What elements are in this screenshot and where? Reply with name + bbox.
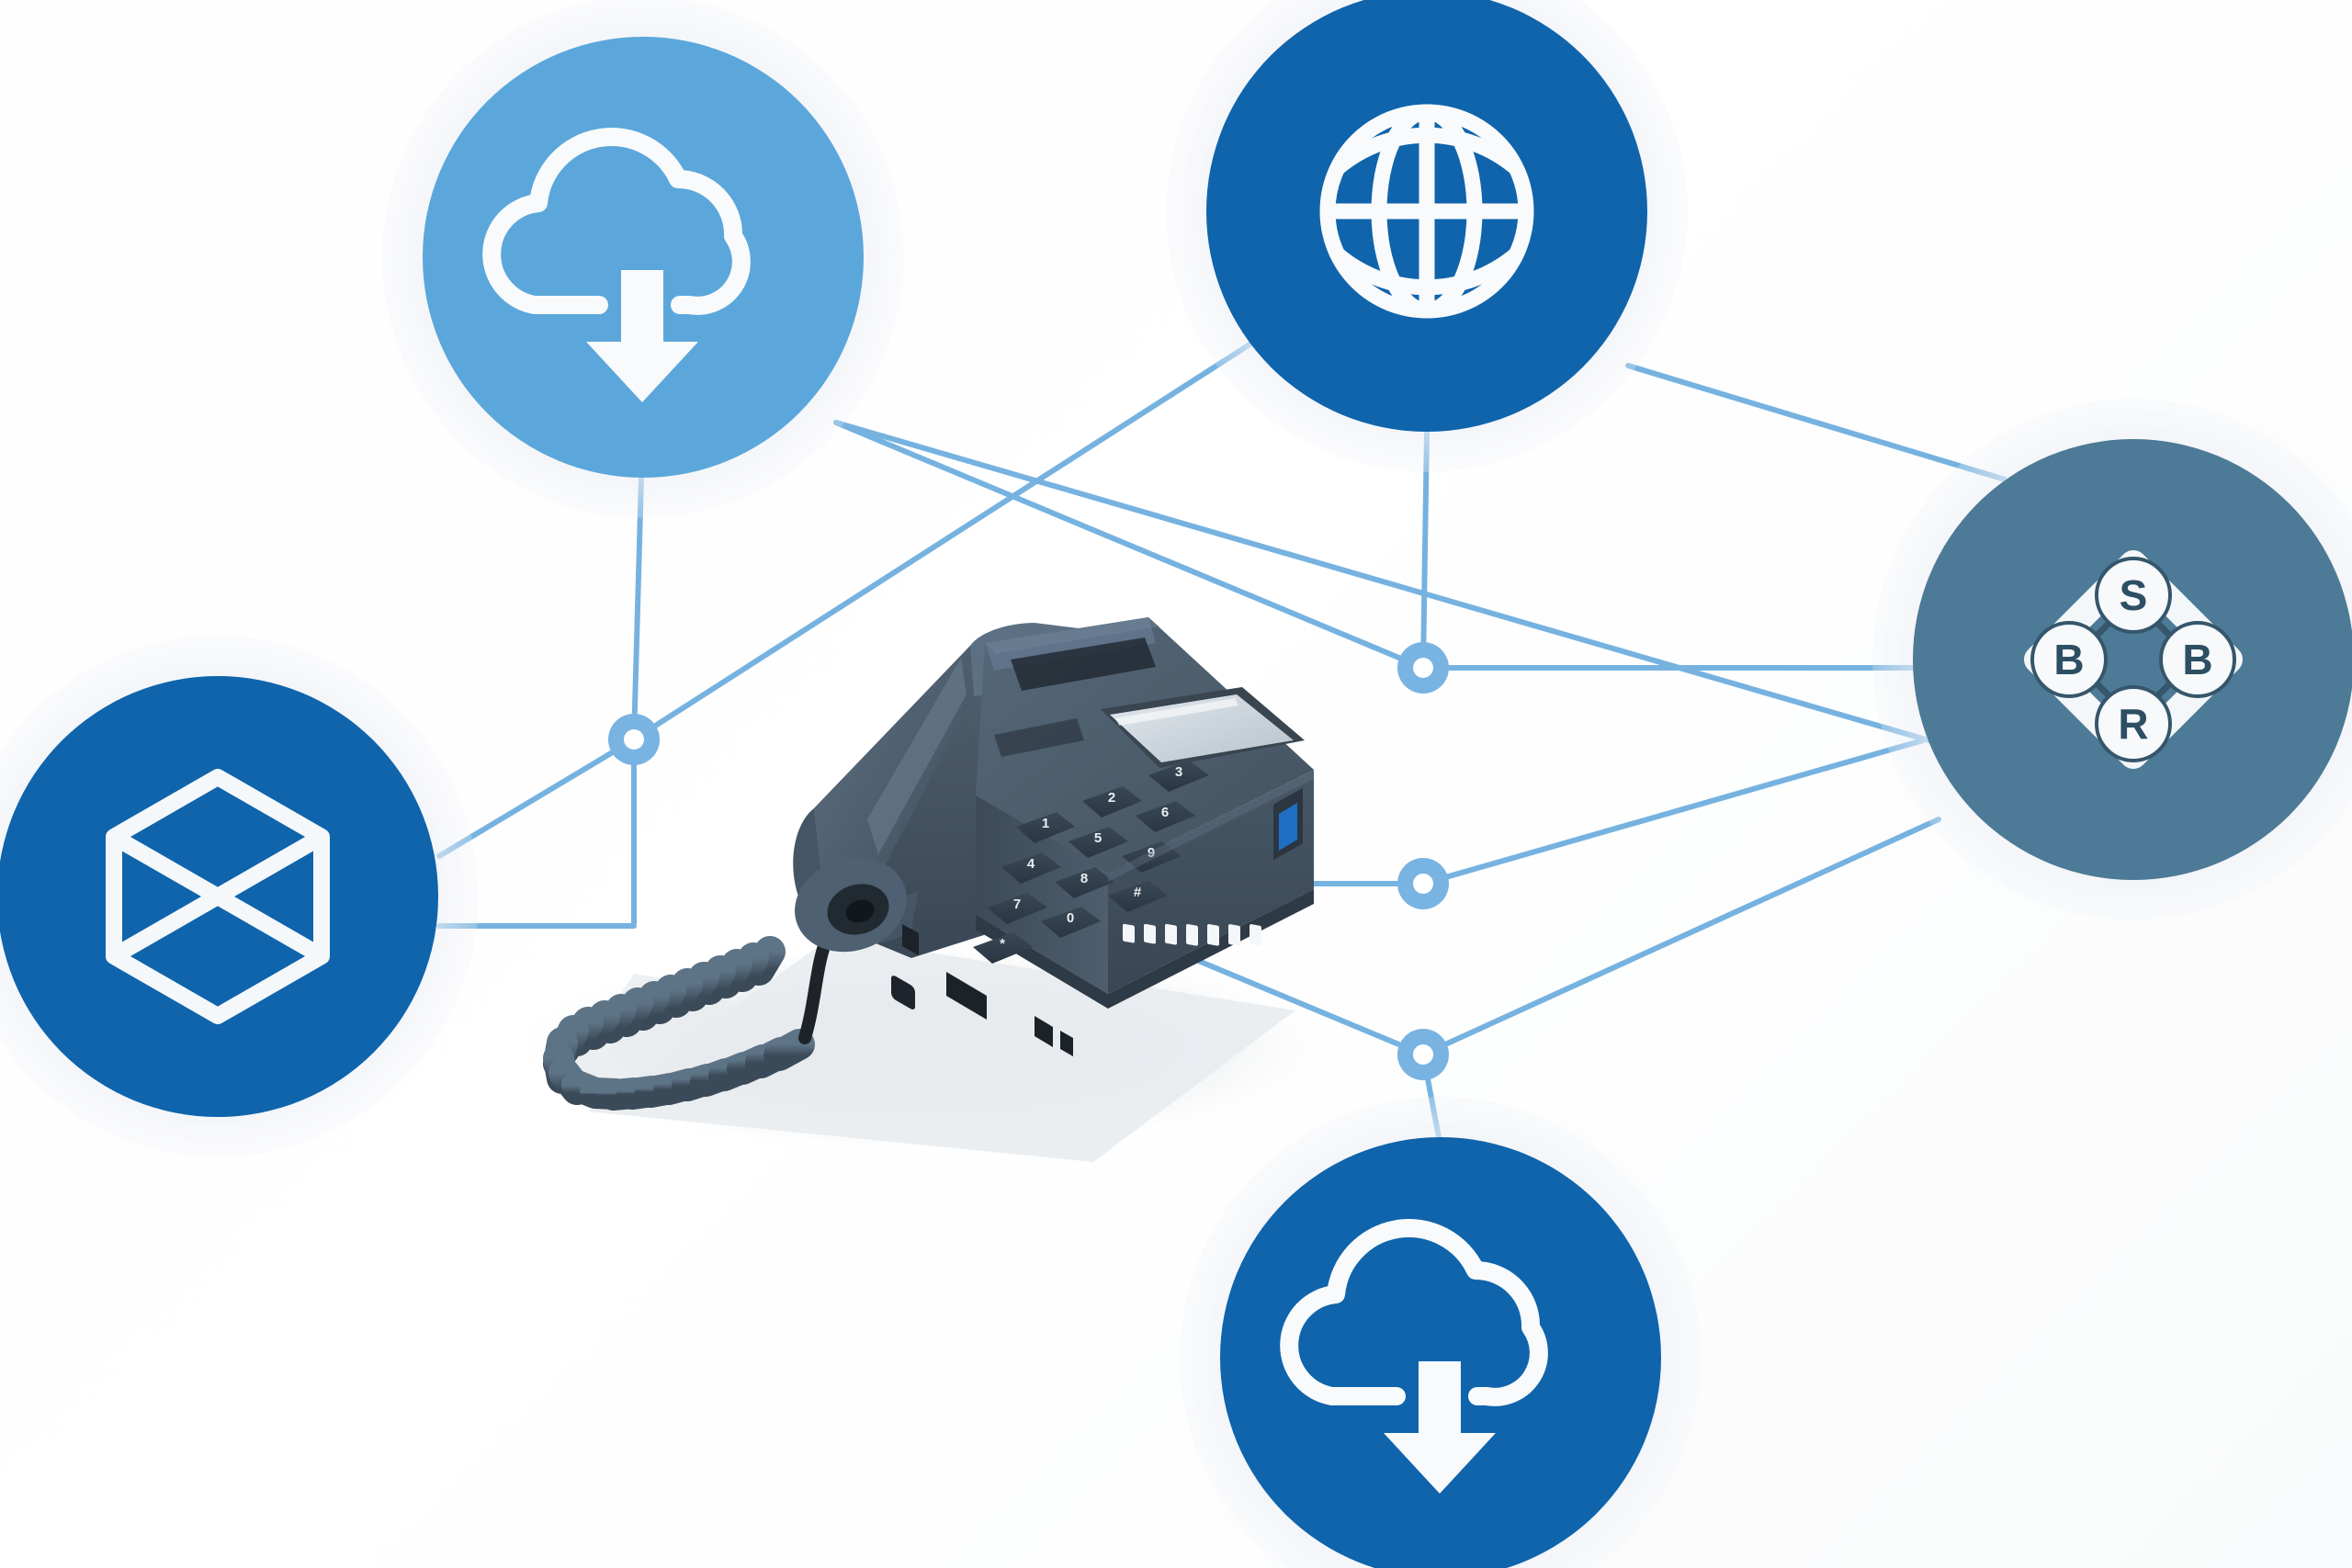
key-2[interactable]: 2 [1082,786,1142,818]
node-disc [1220,1137,1661,1568]
key-label-6: 6 [1161,805,1169,820]
key-label-4: 4 [1027,856,1035,872]
cloud-download-icon [482,128,751,402]
node-globe[interactable] [1166,0,1688,472]
hexagon-envelope-icon [106,769,330,1024]
key-9[interactable]: 9 [1122,841,1182,873]
globe-icon [1319,104,1534,319]
junction-center[interactable] [1397,642,1449,694]
key-1[interactable]: 1 [1016,812,1075,843]
topology-label-b-left: B [2053,636,2084,683]
display-segments [1123,923,1261,946]
node-envelope-hexagon[interactable] [0,636,479,1157]
key-7[interactable]: 7 [987,893,1047,924]
key-label-2: 2 [1108,790,1115,806]
port-headset-jack [1035,1016,1053,1047]
phone-keypad[interactable]: 1 2 3 4 [973,761,1209,964]
phone-display [1101,687,1305,946]
topology-node-bottom: R [2095,685,2172,762]
node-network-topology[interactable]: S B B R [1872,399,2352,920]
port-line-jack [946,972,987,1020]
link-cloud-light-to-topology [833,420,1426,671]
voip-desk-phone[interactable]: 1 2 3 4 [524,617,1334,1162]
topology-label-s: S [2120,571,2148,619]
junction-center-right[interactable] [1397,858,1449,909]
link-junction-br-to-topology [1420,817,1941,1057]
key-5[interactable]: 5 [1069,827,1128,858]
topology-node-right: B [2159,621,2236,698]
link-junction-cr-to-topology [1420,738,1926,886]
node-disc [1913,439,2352,880]
topology-label-b-right: B [2182,636,2212,683]
junction-dots [608,642,1449,1080]
port-handset-jack [891,976,915,1010]
link-cloudlight-cross [833,420,1951,749]
key-label-7: 7 [1013,897,1021,912]
key-label-1: 1 [1042,816,1049,831]
link-cloud-light-to-junction-left [631,475,644,742]
topology-label-r: R [2118,700,2148,748]
key-4[interactable]: 4 [1001,852,1061,884]
junction-bottom-right[interactable] [1397,1029,1449,1080]
node-disc [423,37,864,478]
key-label-8: 8 [1080,871,1088,886]
topology-node-top: S [2095,557,2172,634]
key-star[interactable]: * [973,932,1033,964]
key-label-5: 5 [1094,830,1102,846]
key-label-hash: # [1134,885,1142,900]
key-8[interactable]: 8 [1055,867,1114,898]
key-3[interactable]: 3 [1148,761,1209,792]
key-0[interactable]: 0 [1041,907,1101,938]
handset-cord [543,908,861,1111]
node-cloud-download-light[interactable] [382,0,904,518]
key-label-3: 3 [1175,764,1182,780]
key-label-0: 0 [1067,910,1074,926]
topology-node-left: B [2030,621,2108,698]
node-cloud-download-dark[interactable] [1180,1097,1702,1568]
link-globe-to-topology [1625,363,2007,482]
phone-body[interactable]: 1 2 3 4 [891,617,1334,1056]
link-phone-to-junction-br [1182,953,1426,1057]
phone-ports [891,924,1073,1056]
network-topology-icon: S B B R [2024,550,2243,769]
junction-left[interactable] [608,714,660,765]
link-junction-left-to-globe [631,337,1260,742]
key-label-star: * [1000,936,1005,952]
key-label-9: 9 [1148,845,1155,861]
phone-side-indicator [1273,788,1303,860]
key-hash[interactable]: # [1108,881,1168,912]
key-6[interactable]: 6 [1136,801,1195,832]
cloud-download-icon [1280,1219,1548,1494]
